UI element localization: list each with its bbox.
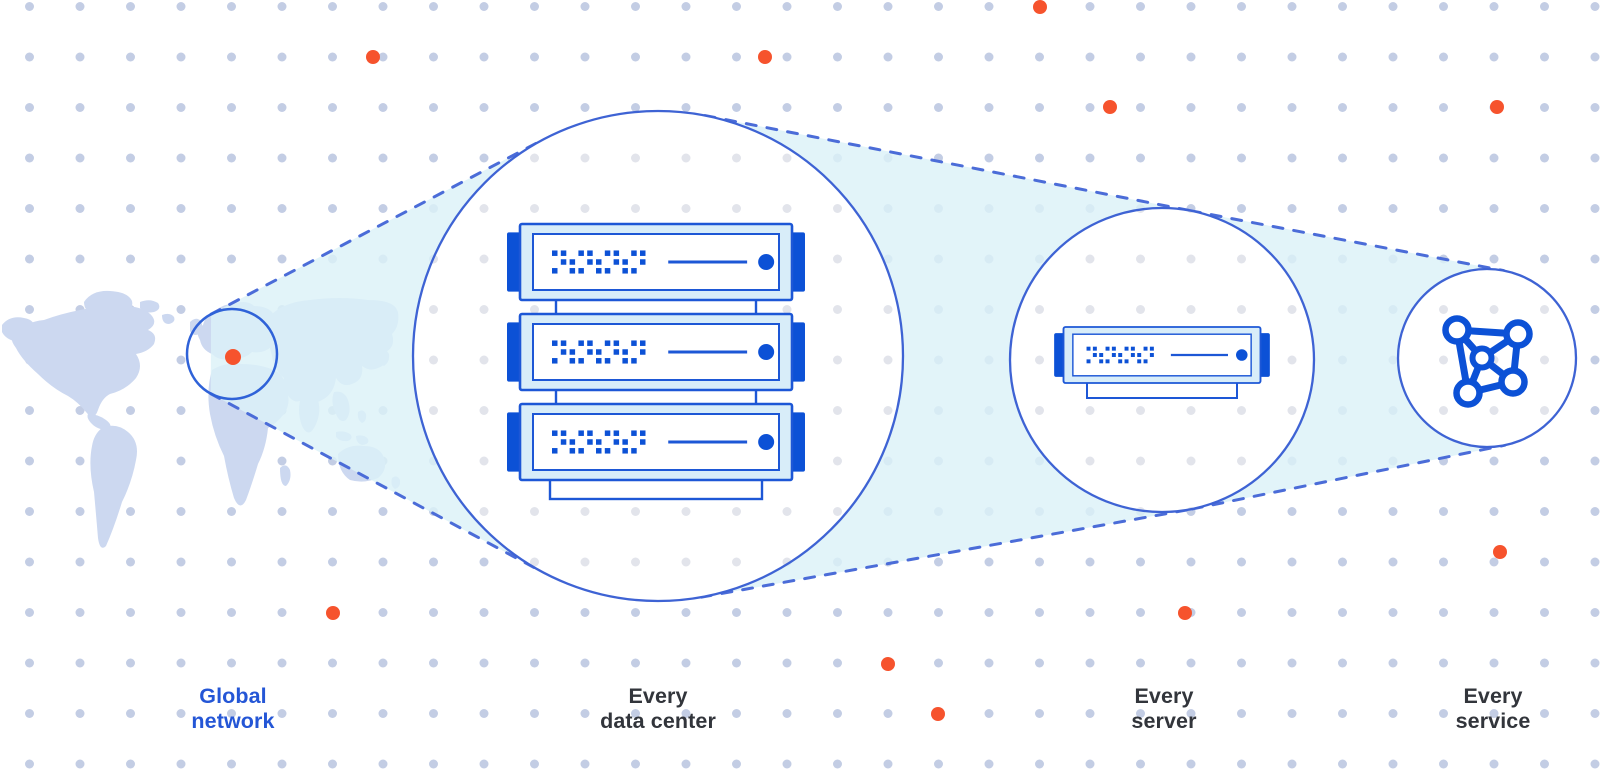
zoom-dashed-lines — [209, 114, 1507, 599]
map-highlight-circle — [185, 307, 279, 401]
mesh-network-icon — [1442, 315, 1533, 408]
orange-accent-dots — [326, 0, 1507, 721]
server-rack-icon — [507, 222, 805, 501]
server-icon — [1054, 326, 1270, 399]
location-marker-dot — [225, 349, 241, 365]
